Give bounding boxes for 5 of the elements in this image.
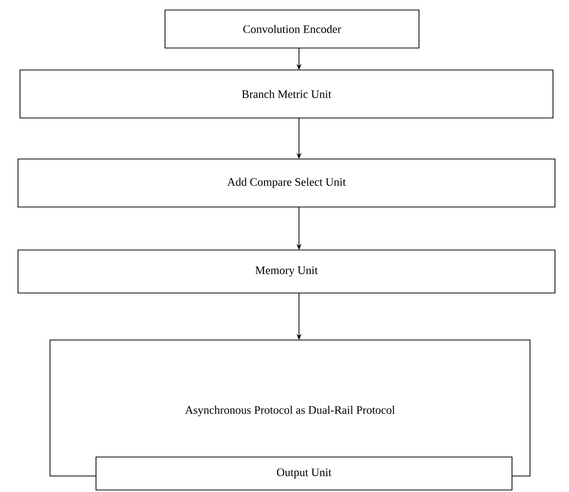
process-box: Add Compare Select Unit xyxy=(18,158,556,208)
process-box: Memory Unit xyxy=(18,250,556,294)
process-box: Output Unit xyxy=(96,456,512,490)
process-box: Branch Metric Unit xyxy=(20,70,554,118)
process-box: Convolution Encoder xyxy=(164,10,420,48)
